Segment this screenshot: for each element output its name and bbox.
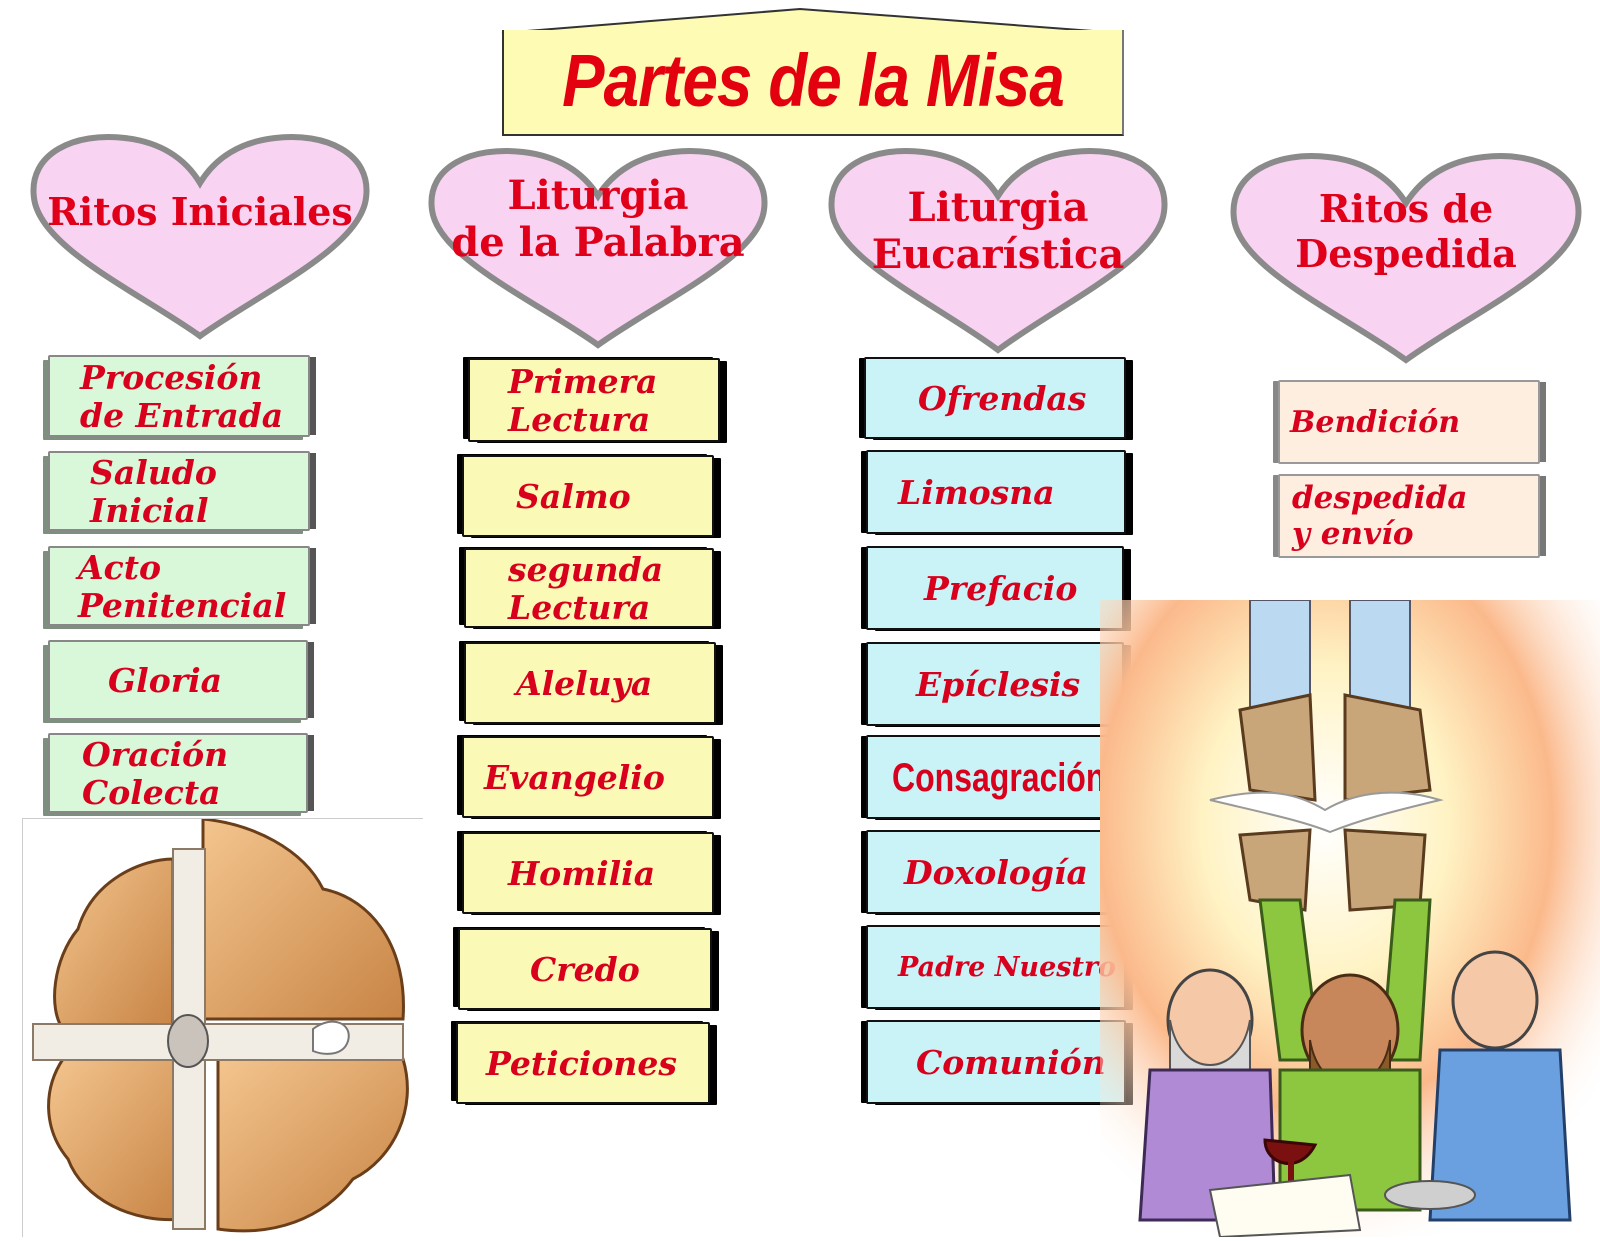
item-line: Oración bbox=[82, 735, 229, 775]
title-banner: Partes de la Misa bbox=[502, 30, 1124, 136]
heading-ritos-iniciales: Ritos Iniciales bbox=[20, 128, 380, 348]
eucharist-celebration-illustration bbox=[1100, 599, 1600, 1239]
item-procesion-entrada: Procesión de Entrada bbox=[48, 355, 310, 437]
item-line: despedida bbox=[1292, 480, 1468, 517]
page-title: Partes de la Misa bbox=[562, 39, 1065, 122]
item-line: Acto bbox=[78, 548, 161, 588]
heart-shape bbox=[30, 134, 370, 340]
heading-liturgia-palabra: Liturgia de la Palabra bbox=[418, 140, 778, 355]
bread-cross-image bbox=[32, 817, 409, 1233]
heading-label: Liturgia de la Palabra bbox=[418, 172, 778, 266]
item-line: Penitencial bbox=[78, 586, 287, 625]
item-consagracion: Consagración bbox=[866, 735, 1124, 819]
item-segunda-lectura: segunda Lectura bbox=[464, 548, 714, 628]
item-peticiones: Peticiones bbox=[456, 1022, 710, 1104]
item-line: Peticiones bbox=[486, 1044, 677, 1084]
item-line: Gloria bbox=[108, 661, 223, 701]
item-doxologia: Doxología bbox=[866, 830, 1126, 914]
item-line: Credo bbox=[530, 950, 640, 990]
item-limosna: Limosna bbox=[866, 450, 1126, 534]
heading-line-2: Eucarística bbox=[871, 231, 1125, 279]
heading-label: Ritos Iniciales bbox=[47, 189, 353, 234]
item-homilia: Homilia bbox=[462, 832, 714, 914]
item-salmo: Salmo bbox=[462, 455, 714, 537]
item-line: Padre Nuestro bbox=[898, 952, 1117, 984]
item-line: Homilia bbox=[508, 854, 656, 894]
item-line: Bendición bbox=[1290, 404, 1461, 440]
item-line: Prefacio bbox=[924, 569, 1078, 609]
item-evangelio: Evangelio bbox=[462, 736, 714, 818]
eucharist-image bbox=[1100, 599, 1600, 1239]
item-line: Epíclesis bbox=[916, 665, 1081, 705]
item-line: Limosna bbox=[898, 473, 1055, 513]
item-line: Comunión bbox=[916, 1043, 1106, 1083]
item-bendicion: Bendición bbox=[1278, 380, 1540, 464]
item-gloria: Gloria bbox=[48, 640, 308, 720]
item-line: Lectura bbox=[508, 588, 651, 627]
heart-shape bbox=[828, 148, 1168, 354]
item-line: Salmo bbox=[516, 477, 631, 517]
item-prefacio: Prefacio bbox=[866, 546, 1124, 630]
heading-line-1: Liturgia bbox=[907, 184, 1089, 231]
item-oracion-colecta: Oración Colecta bbox=[48, 733, 308, 813]
heading-line-2: de la Palabra bbox=[451, 219, 745, 267]
item-saludo-inicial: Saludo Inicial bbox=[48, 451, 310, 531]
item-ofrendas: Ofrendas bbox=[864, 357, 1126, 439]
item-line: y envío bbox=[1292, 516, 1414, 552]
heart-shape bbox=[1230, 153, 1582, 364]
heading-line-2: Despedida bbox=[1295, 230, 1517, 276]
item-line: Procesión bbox=[80, 358, 263, 398]
item-credo: Credo bbox=[458, 928, 712, 1010]
item-line: Saludo bbox=[90, 453, 217, 493]
item-line: Inicial bbox=[90, 491, 209, 530]
heading-label: Liturgia Eucarística bbox=[818, 184, 1178, 278]
heading-label: Ritos de Despedida bbox=[1220, 186, 1592, 277]
item-line: de Entrada bbox=[80, 396, 284, 435]
item-padre-nuestro: Padre Nuestro bbox=[866, 925, 1126, 1009]
item-comunion: Comunión bbox=[866, 1020, 1126, 1104]
heading-line-1: Liturgia bbox=[507, 172, 689, 219]
item-aleluya: Aleluya bbox=[464, 642, 716, 724]
heading-ritos-despedida: Ritos de Despedida bbox=[1220, 145, 1592, 370]
item-line: Lectura bbox=[508, 400, 651, 439]
heading-line-1: Ritos de bbox=[1318, 186, 1494, 231]
item-primera-lectura: Primera Lectura bbox=[468, 358, 720, 442]
item-line: Aleluya bbox=[516, 664, 653, 704]
item-line: Colecta bbox=[82, 773, 221, 812]
item-line: Ofrendas bbox=[918, 379, 1087, 419]
item-line: Primera bbox=[508, 362, 658, 402]
bread-cross-illustration bbox=[22, 817, 423, 1237]
item-line: segunda bbox=[508, 550, 664, 590]
item-acto-penitencial: Acto Penitencial bbox=[48, 546, 310, 626]
item-epiclesis: Epíclesis bbox=[866, 642, 1124, 726]
item-line: Consagración bbox=[892, 756, 1106, 800]
item-line: Evangelio bbox=[484, 758, 665, 798]
item-line: Doxología bbox=[904, 853, 1088, 893]
heart-shape bbox=[428, 148, 768, 349]
item-despedida-envio: despedida y envío bbox=[1278, 474, 1540, 558]
heading-liturgia-eucaristica: Liturgia Eucarística bbox=[818, 140, 1178, 360]
